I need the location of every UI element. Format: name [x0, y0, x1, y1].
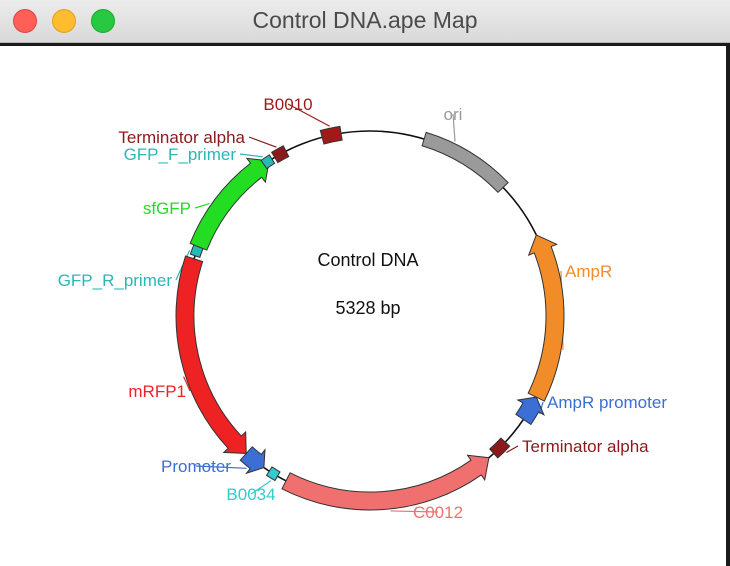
map-canvas	[0, 43, 730, 566]
feature-ampr-promoter[interactable]	[515, 396, 545, 426]
leader-promoter	[195, 465, 247, 469]
label-b0010[interactable]: B0010	[263, 95, 312, 114]
label-gfp-f-primer[interactable]: GFP_F_primer	[124, 145, 237, 164]
label-ori[interactable]: ori	[444, 105, 463, 124]
label-gfp-r-primer[interactable]: GFP_R_primer	[58, 271, 173, 290]
label-b0034[interactable]: B0034	[226, 485, 275, 504]
window-title: Control DNA.ape Map	[252, 7, 478, 33]
feature-layer	[175, 125, 565, 511]
feature-sfgfp[interactable]	[189, 157, 270, 251]
label-terminator-alpha-top[interactable]: Terminator alpha	[118, 128, 245, 147]
leader-mrfp1	[183, 376, 191, 392]
label-mrfp1[interactable]: mRFP1	[128, 382, 186, 401]
label-ampr[interactable]: AmpR	[565, 262, 612, 281]
label-sfgfp[interactable]: sfGFP	[143, 199, 191, 218]
leader-ori	[452, 113, 456, 142]
leader-sfgfp	[194, 203, 210, 209]
leader-terminator-alpha-right	[506, 445, 519, 453]
feature-ori[interactable]	[421, 131, 509, 194]
feature-terminator-alpha-top[interactable]	[270, 145, 290, 164]
label-ampr-promoter[interactable]: AmpR promoter	[547, 393, 667, 412]
close-window-button[interactable]	[13, 9, 37, 33]
minimize-window-button[interactable]	[52, 9, 76, 33]
leader-terminator-alpha-top	[248, 136, 277, 148]
feature-ampr[interactable]	[527, 234, 565, 402]
leader-b0010	[287, 103, 330, 127]
feature-gfp-f-primer[interactable]	[260, 154, 276, 170]
label-c0012[interactable]: C0012	[413, 503, 463, 522]
feature-terminator-alpha-right[interactable]	[489, 437, 511, 459]
feature-b0034[interactable]	[265, 466, 281, 482]
label-promoter[interactable]: Promoter	[161, 457, 231, 476]
feature-c0012[interactable]	[281, 454, 490, 511]
feature-mrfp1[interactable]	[175, 255, 247, 455]
leader-b0034	[250, 480, 272, 495]
leader-c0012	[390, 510, 439, 513]
plasmid-length: 5328 bp	[335, 298, 400, 318]
label-terminator-alpha-right[interactable]: Terminator alpha	[522, 437, 649, 456]
title-bar: Control DNA.ape Map	[0, 0, 730, 43]
feature-b0010[interactable]	[319, 125, 343, 145]
plasmid-name: Control DNA	[317, 250, 418, 270]
zoom-window-button[interactable]	[91, 9, 115, 33]
leader-gfp-f-primer	[239, 153, 263, 158]
